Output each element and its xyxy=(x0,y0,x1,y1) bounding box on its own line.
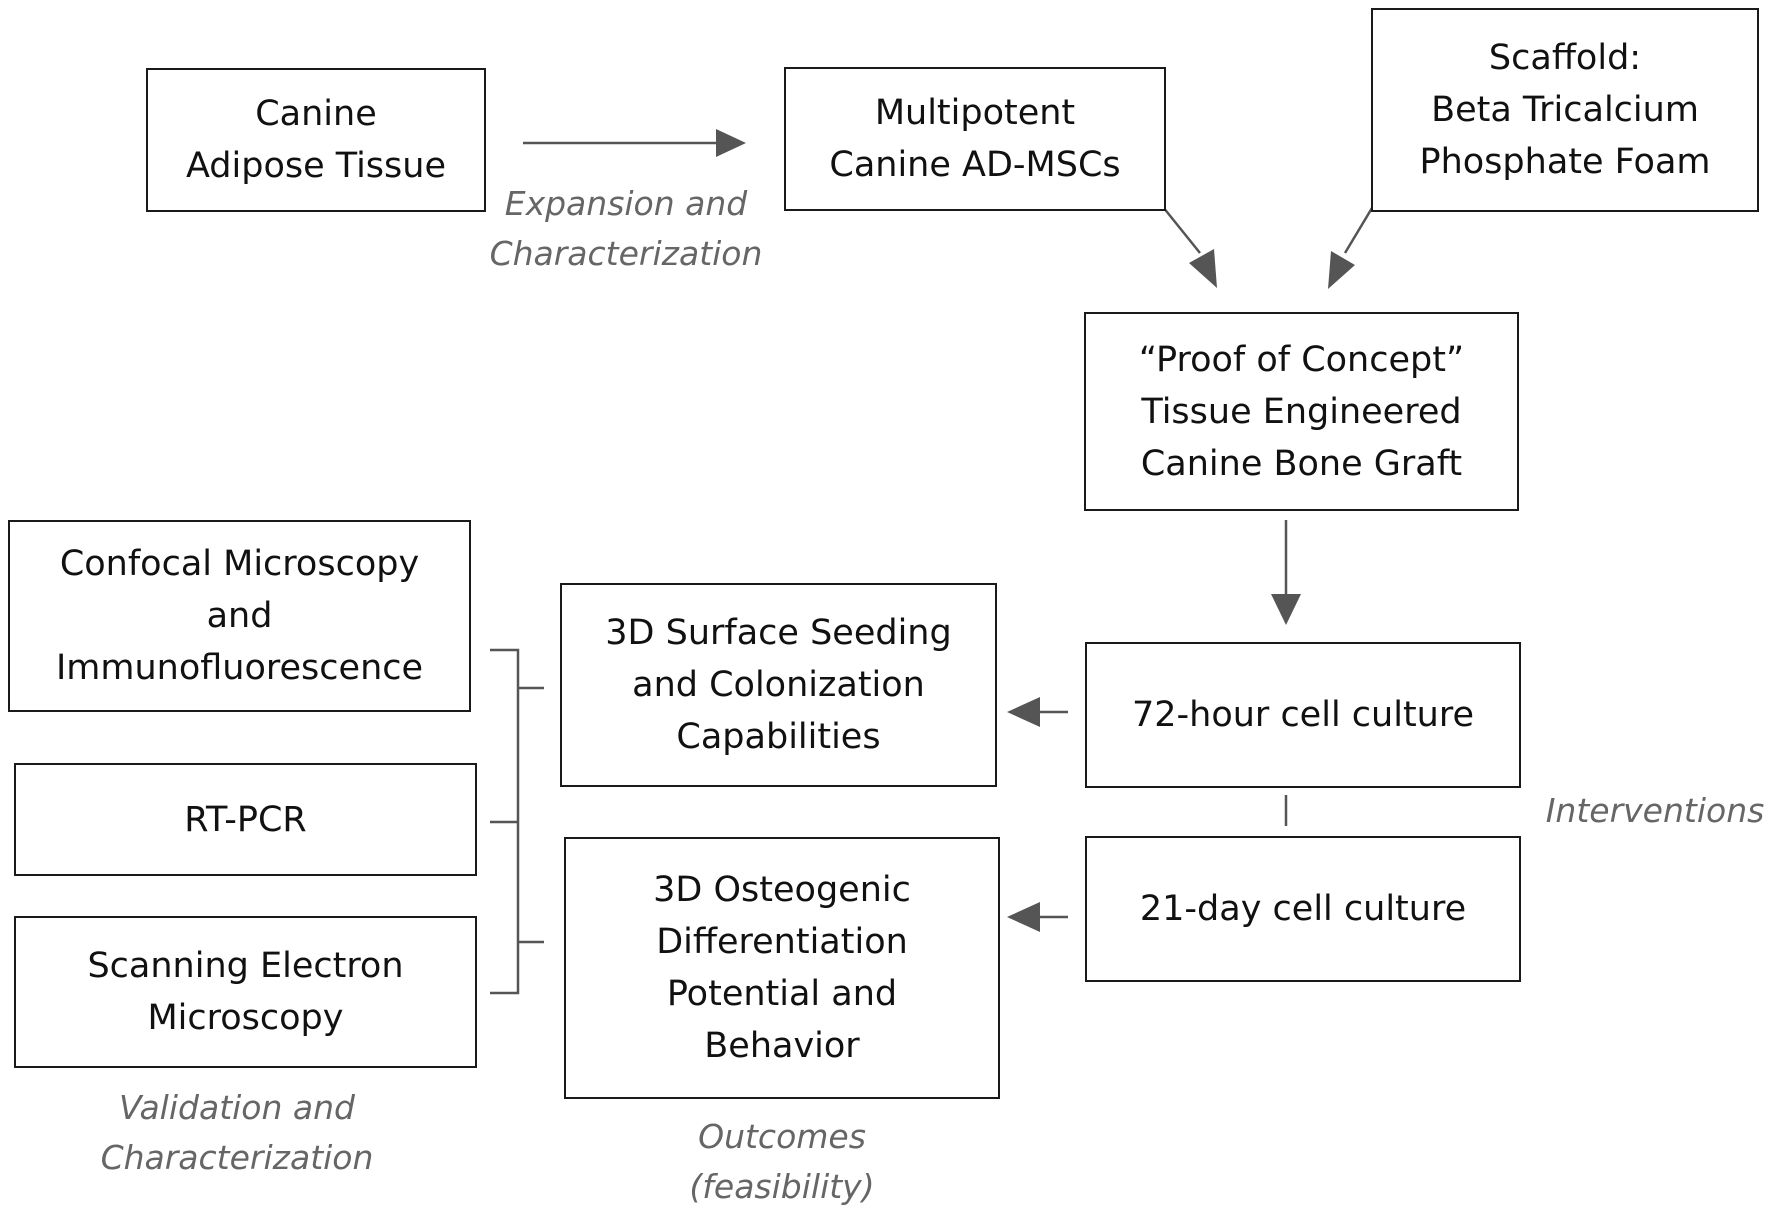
box-text-line: Capabilities xyxy=(676,717,881,757)
box-text-line: Beta Tricalcium xyxy=(1431,90,1699,130)
box-text-line: and xyxy=(206,596,273,636)
caption-line: Characterization xyxy=(489,234,763,273)
arrowhead-scaffold xyxy=(1328,251,1355,289)
box-rt-pcr: RT-PCR xyxy=(14,763,477,876)
arrowhead-seeding xyxy=(1007,697,1040,727)
box-text-line: Microscopy xyxy=(147,998,344,1038)
box-text-line: Immunofluorescence xyxy=(55,648,424,688)
box-surface-seeding: 3D Surface Seeding and Colonization Capa… xyxy=(560,583,997,787)
arrowhead-expansion xyxy=(716,129,746,157)
box-text-line: RT-PCR xyxy=(184,799,307,840)
caption-line: Expansion and xyxy=(504,184,748,223)
caption-validation-characterization: Validation and Characterization xyxy=(84,1083,390,1183)
box-multipotent-ad-mscs: Multipotent Canine AD-MSCs xyxy=(784,67,1166,211)
caption-interventions: Interventions xyxy=(1540,786,1770,836)
box-text-line: Potential and xyxy=(666,974,898,1014)
caption-outcomes-feasibility: Outcomes (feasibility) xyxy=(657,1112,907,1212)
box-canine-adipose-tissue: Canine Adipose Tissue xyxy=(146,68,486,212)
box-text-line: 21-day cell culture xyxy=(1139,889,1467,929)
arrow-msc-line xyxy=(1162,206,1201,254)
box-text-line: 72-hour cell culture xyxy=(1131,695,1475,735)
box-proof-of-concept-graft: “Proof of Concept” Tissue Engineered Can… xyxy=(1084,312,1519,511)
box-text-line: Phosphate Foam xyxy=(1419,142,1711,182)
box-text-line: 3D Surface Seeding xyxy=(605,613,952,653)
box-text-line: and Colonization xyxy=(632,665,925,705)
caption-line: Characterization xyxy=(100,1138,374,1177)
box-text-line: Confocal Microscopy xyxy=(59,544,420,584)
box-text-line: Tissue Engineered xyxy=(1141,391,1462,432)
box-text-line: Canine Bone Graft xyxy=(1140,443,1463,484)
caption-line: Validation and xyxy=(119,1088,355,1127)
caption-line: Interventions xyxy=(1545,791,1765,830)
arrowhead-msc xyxy=(1189,249,1217,288)
caption-line: Outcomes xyxy=(698,1117,866,1156)
box-text-line: Differentiation xyxy=(656,922,908,962)
box-osteogenic-differentiation: 3D Osteogenic Differentiation Potential … xyxy=(564,837,1000,1099)
box-text-line: Scaffold: xyxy=(1488,38,1642,78)
box-text-line: Scanning Electron xyxy=(87,946,404,986)
box-text-line: Canine xyxy=(255,94,377,134)
arrow-scaffold-line xyxy=(1343,207,1374,254)
arrowhead-osteogenic xyxy=(1007,902,1040,932)
box-text-line: 3D Osteogenic xyxy=(653,870,911,910)
box-scanning-electron-microscopy: Scanning Electron Microscopy xyxy=(14,916,477,1068)
box-text-line: Canine AD-MSCs xyxy=(829,145,1121,185)
box-72-hour-culture: 72-hour cell culture xyxy=(1085,642,1521,788)
box-text-line: Multipotent xyxy=(874,93,1076,133)
box-21-day-culture: 21-day cell culture xyxy=(1085,836,1521,982)
caption-expansion-characterization: Expansion and Characterization xyxy=(476,179,776,279)
box-scaffold: Scaffold: Beta Tricalcium Phosphate Foam xyxy=(1371,8,1759,212)
box-text-line: Behavior xyxy=(704,1026,860,1066)
box-text-line: “Proof of Concept” xyxy=(1138,339,1465,380)
caption-line: (feasibility) xyxy=(689,1167,875,1206)
arrowhead-graft xyxy=(1271,594,1301,625)
box-confocal-microscopy: Confocal Microscopy and Immunofluorescen… xyxy=(8,520,471,712)
box-text-line: Adipose Tissue xyxy=(185,146,446,186)
